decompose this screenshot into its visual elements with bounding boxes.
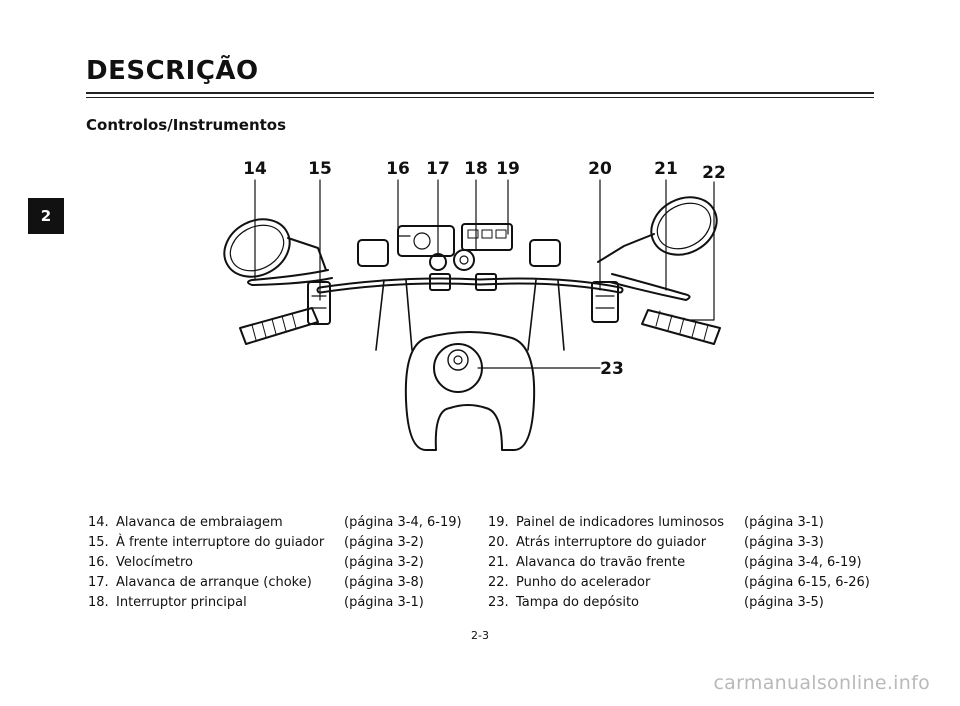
legend-label: Alavanca de arranque (choke) [116,575,312,590]
legend-item: 20. Atrás interruptore do guiador (págin… [488,533,870,553]
page-title: DESCRIÇÃO [86,56,259,86]
legend-page-ref: (página 3-4, 6-19) [344,515,462,530]
legend-item: 19. Painel de indicadores luminosos (pág… [488,513,870,533]
callout-16: 16 [386,159,410,179]
leader-16 [397,179,411,237]
legend-item: 23. Tampa do depósito (página 3-5) [488,593,870,613]
fuel-tank [404,331,536,451]
callout-17: 17 [426,159,450,179]
legend-page-ref: (página 3-1) [344,595,424,610]
handlebar-illustration: 14 15 16 17 18 19 20 21 22 23 [223,159,726,451]
right-switch-housing [591,281,619,323]
callout-20: 20 [588,159,612,179]
legend-number: 17. [88,575,109,590]
left-turn-signal [357,239,389,267]
legend-item: 21. Alavanca do travão frente (página 3-… [488,553,870,573]
legend-label: Atrás interruptore do guiador [516,535,707,550]
left-grip [239,307,319,345]
legend-item: 16. Velocímetro (página 3-2) [88,553,462,573]
legend-number: 19. [488,515,509,530]
callout-18: 18 [464,159,488,179]
legend-label: Alavanca do travão frente [516,555,686,570]
legend-item: 14. Alavanca de embraiagem (página 3-4, … [88,513,462,533]
legend-item: 17. Alavanca de arranque (choke) (página… [88,573,462,593]
legend-right-column: 19. Painel de indicadores luminosos (pág… [488,513,870,613]
legend-page-ref: (página 3-2) [344,535,424,550]
leader-22 [685,181,715,321]
callout-15: 15 [308,159,332,179]
left-switch-housing [307,281,331,325]
clutch-lever [247,269,333,286]
legend-number: 15. [88,535,109,550]
callout-14: 14 [243,159,267,179]
watermark: carmanualsonline.info [713,672,930,694]
header-rule-thin [86,97,874,98]
fuel-cap [433,343,483,393]
callout-19: 19 [496,159,520,179]
handlebar-diagram: 14 15 16 17 18 19 20 21 22 23 [200,150,760,500]
legend-number: 18. [88,595,109,610]
legend-number: 23. [488,595,509,610]
legend-number: 22. [488,575,509,590]
legend-number: 16. [88,555,109,570]
legend-page-ref: (página 3-8) [344,575,424,590]
right-grip [641,309,721,345]
legend-page-ref: (página 3-5) [744,595,824,610]
legend-label: Velocímetro [116,555,193,570]
legend-label: À frente interruptore do guiador [116,535,325,550]
legend-left-column: 14. Alavanca de embraiagem (página 3-4, … [88,513,462,613]
speedometer [397,225,455,257]
legend-label: Interruptor principal [116,595,247,610]
legend-label: Alavanca de embraiagem [116,515,283,530]
indicator-panel [461,223,513,251]
legend-label: Tampa do depósito [516,595,639,610]
legend-page-ref: (página 3-3) [744,535,824,550]
legend-number: 21. [488,555,509,570]
callout-23: 23 [600,359,624,379]
legend-item: 15. À frente interruptore do guiador (pá… [88,533,462,553]
brake-lever [609,273,691,301]
callout-22: 22 [702,163,726,183]
legend-number: 14. [88,515,109,530]
page-number: 2-3 [471,629,489,642]
callout-21: 21 [654,159,678,179]
legend-label: Punho do acelerador [516,575,651,590]
legend-item: 18. Interruptor principal (página 3-1) [88,593,462,613]
header-rule-thick [86,92,874,94]
legend-label: Painel de indicadores luminosos [516,515,725,530]
ignition-switch [453,249,475,271]
legend-page-ref: (página 3-4, 6-19) [744,555,862,570]
legend-page-ref: (página 3-2) [344,555,424,570]
left-mirror [223,218,291,278]
legend-page-ref: (página 3-1) [744,515,824,530]
chapter-tab: 2 [28,198,64,234]
legend-number: 20. [488,535,509,550]
legend-item: 22. Punho do acelerador (página 6-15, 6-… [488,573,870,593]
legend-page-ref: (página 6-15, 6-26) [744,575,870,590]
right-turn-signal [529,239,561,267]
section-title: Controlos/Instrumentos [86,116,287,134]
